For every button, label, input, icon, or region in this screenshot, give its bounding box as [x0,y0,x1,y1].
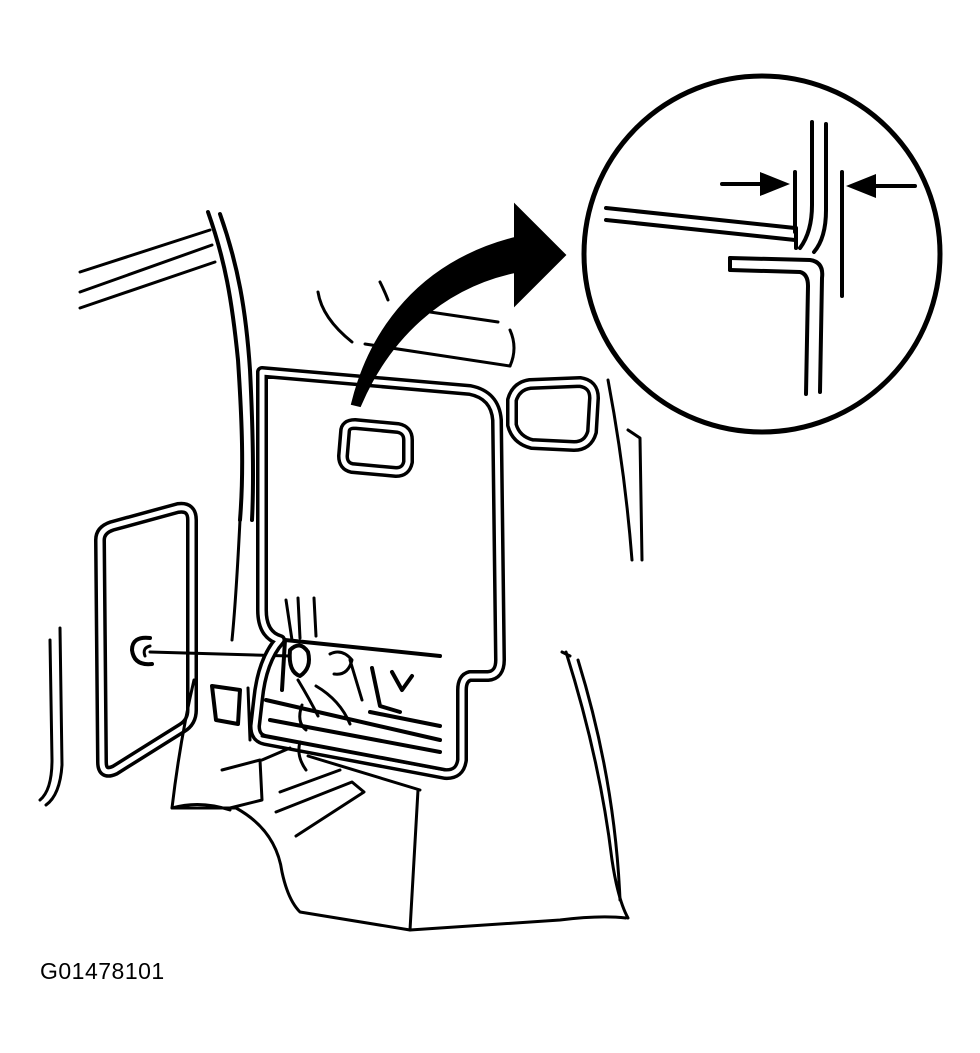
center-trim-panel [249,366,506,781]
gap-arrow-right [846,174,876,198]
right-handle-recess [506,376,600,452]
pillar-edges [206,210,256,642]
latch-mechanism [260,596,447,772]
right-body-contours [560,378,644,920]
door-trim-panel [94,501,198,778]
upper-contours [316,280,516,368]
lower-body-outline [170,678,628,932]
gap-arrow-left [760,172,790,196]
pointer-arrow [350,202,567,408]
panel-handle-recess [337,418,414,478]
roof-rail-trim [78,228,217,310]
figure-id-label: G01478101 [40,958,165,984]
detail-magnifier [581,73,943,435]
panel-hole [130,635,154,667]
left-body-edge [38,626,64,807]
